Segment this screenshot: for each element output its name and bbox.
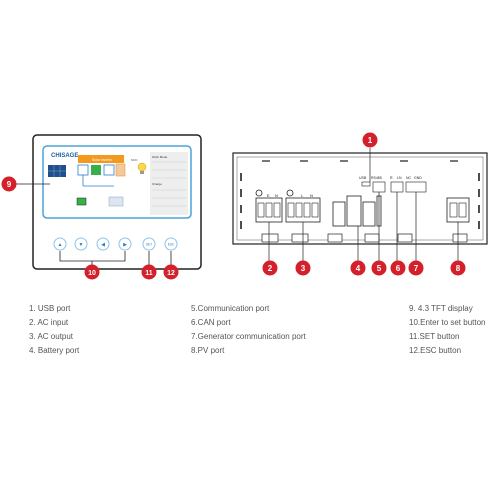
svg-text:2: 2 (268, 264, 273, 273)
house-icon (108, 196, 124, 207)
flow-box-4 (115, 163, 126, 177)
callout-10: 10 (84, 264, 100, 280)
legend-item-generator-port: 7.Generator communication port (191, 332, 306, 341)
arrow-buttons-bracket (59, 251, 126, 262)
svg-text:◀: ◀ (101, 242, 105, 248)
svg-text:3: 3 (301, 264, 306, 273)
legend-item-set-button: 11.SET button (409, 332, 460, 341)
legend-item-esc-button: 12.ESC button (409, 346, 462, 355)
svg-text:7: 7 (414, 264, 419, 273)
svg-text:N: N (310, 193, 313, 198)
battery-icon (76, 197, 87, 206)
svg-text:LN: LN (397, 176, 402, 180)
flow-box-3 (103, 164, 115, 176)
ac-input-terminal: E N (255, 189, 283, 223)
svg-text:USB: USB (359, 176, 367, 180)
callout-1: 1 (362, 132, 378, 148)
svg-text:10: 10 (88, 270, 96, 277)
screen-title-bar (78, 155, 124, 163)
legend-item-pv-port: 8.PV port (191, 346, 225, 355)
callout-4: 4 (350, 260, 366, 276)
legend-item-battery-port: 4. Battery port (29, 346, 80, 355)
svg-text:6: 6 (396, 264, 401, 273)
svg-text:11: 11 (145, 270, 153, 277)
svg-text:5: 5 (377, 264, 382, 273)
svg-text:E: E (267, 193, 270, 198)
ac-output-terminal: L N (285, 189, 321, 223)
flow-box-1 (77, 164, 89, 176)
callout-8: 8 (450, 260, 466, 276)
svg-text:▲: ▲ (58, 242, 63, 248)
svg-text:N: N (275, 193, 278, 198)
svg-text:RS485: RS485 (371, 176, 382, 180)
info-charge-label: Charge (152, 182, 162, 186)
info-mode-label: Work Mode (152, 155, 168, 159)
tft-display: CHISAGE Solar Inverter SOC (42, 145, 192, 219)
bulb-icon (137, 162, 147, 172)
svg-text:R: R (390, 176, 393, 180)
svg-text:1: 1 (368, 136, 373, 145)
callout-11: 11 (141, 264, 157, 280)
screen-soc-label: SOC (131, 158, 138, 162)
legend-item-tft-display: 9. 4.3 TFT display (409, 304, 473, 313)
set-button[interactable]: SET (142, 237, 156, 251)
svg-text:SET: SET (146, 243, 152, 247)
callout-5: 5 (371, 260, 387, 276)
front-panel: CHISAGE Solar Inverter SOC (16, 134, 202, 270)
down-button[interactable]: ▼ (74, 237, 88, 251)
esc-button[interactable]: ESC (164, 237, 178, 251)
svg-text:NC: NC (406, 176, 412, 180)
info-panel (150, 152, 188, 215)
callout-9: 9 (1, 176, 17, 192)
rear-panel: E N L N USB RS485 (232, 148, 488, 262)
callout-12: 12 (163, 264, 179, 280)
svg-text:12: 12 (167, 270, 175, 277)
screen-title: Solar Inverter (92, 158, 113, 162)
callout-6: 6 (390, 260, 406, 276)
svg-text:9: 9 (7, 180, 12, 189)
svg-text:8: 8 (456, 264, 461, 273)
legend-item-communication-port: 5.Communication port (191, 304, 270, 313)
callout-7: 7 (408, 260, 424, 276)
pv-terminal (446, 197, 470, 223)
callout-2: 2 (262, 260, 278, 276)
up-button[interactable]: ▲ (53, 237, 67, 251)
svg-text:GND: GND (414, 176, 422, 180)
svg-text:▶: ▶ (123, 242, 127, 248)
svg-text:ESC: ESC (168, 243, 175, 247)
usb-port: USB (359, 176, 371, 187)
flow-box-2 (91, 165, 101, 175)
callout-3: 3 (295, 260, 311, 276)
legend-item-usb-port: 1. USB port (29, 304, 71, 313)
legend-item-ac-output: 3. AC output (29, 332, 74, 341)
legend-item-enter-button: 10.Enter to set button (409, 318, 486, 327)
left-button[interactable]: ◀ (96, 237, 110, 251)
right-button[interactable]: ▶ (118, 237, 132, 251)
legend-item-can-port: 6.CAN port (191, 318, 231, 327)
legend: 1. USB port 2. AC input 3. AC output 4. … (0, 300, 500, 360)
legend-item-ac-input: 2. AC input (29, 318, 69, 327)
brand-logo: CHISAGE (51, 153, 78, 159)
svg-text:4: 4 (356, 264, 361, 273)
svg-text:L: L (301, 193, 304, 198)
svg-text:▼: ▼ (79, 242, 84, 248)
